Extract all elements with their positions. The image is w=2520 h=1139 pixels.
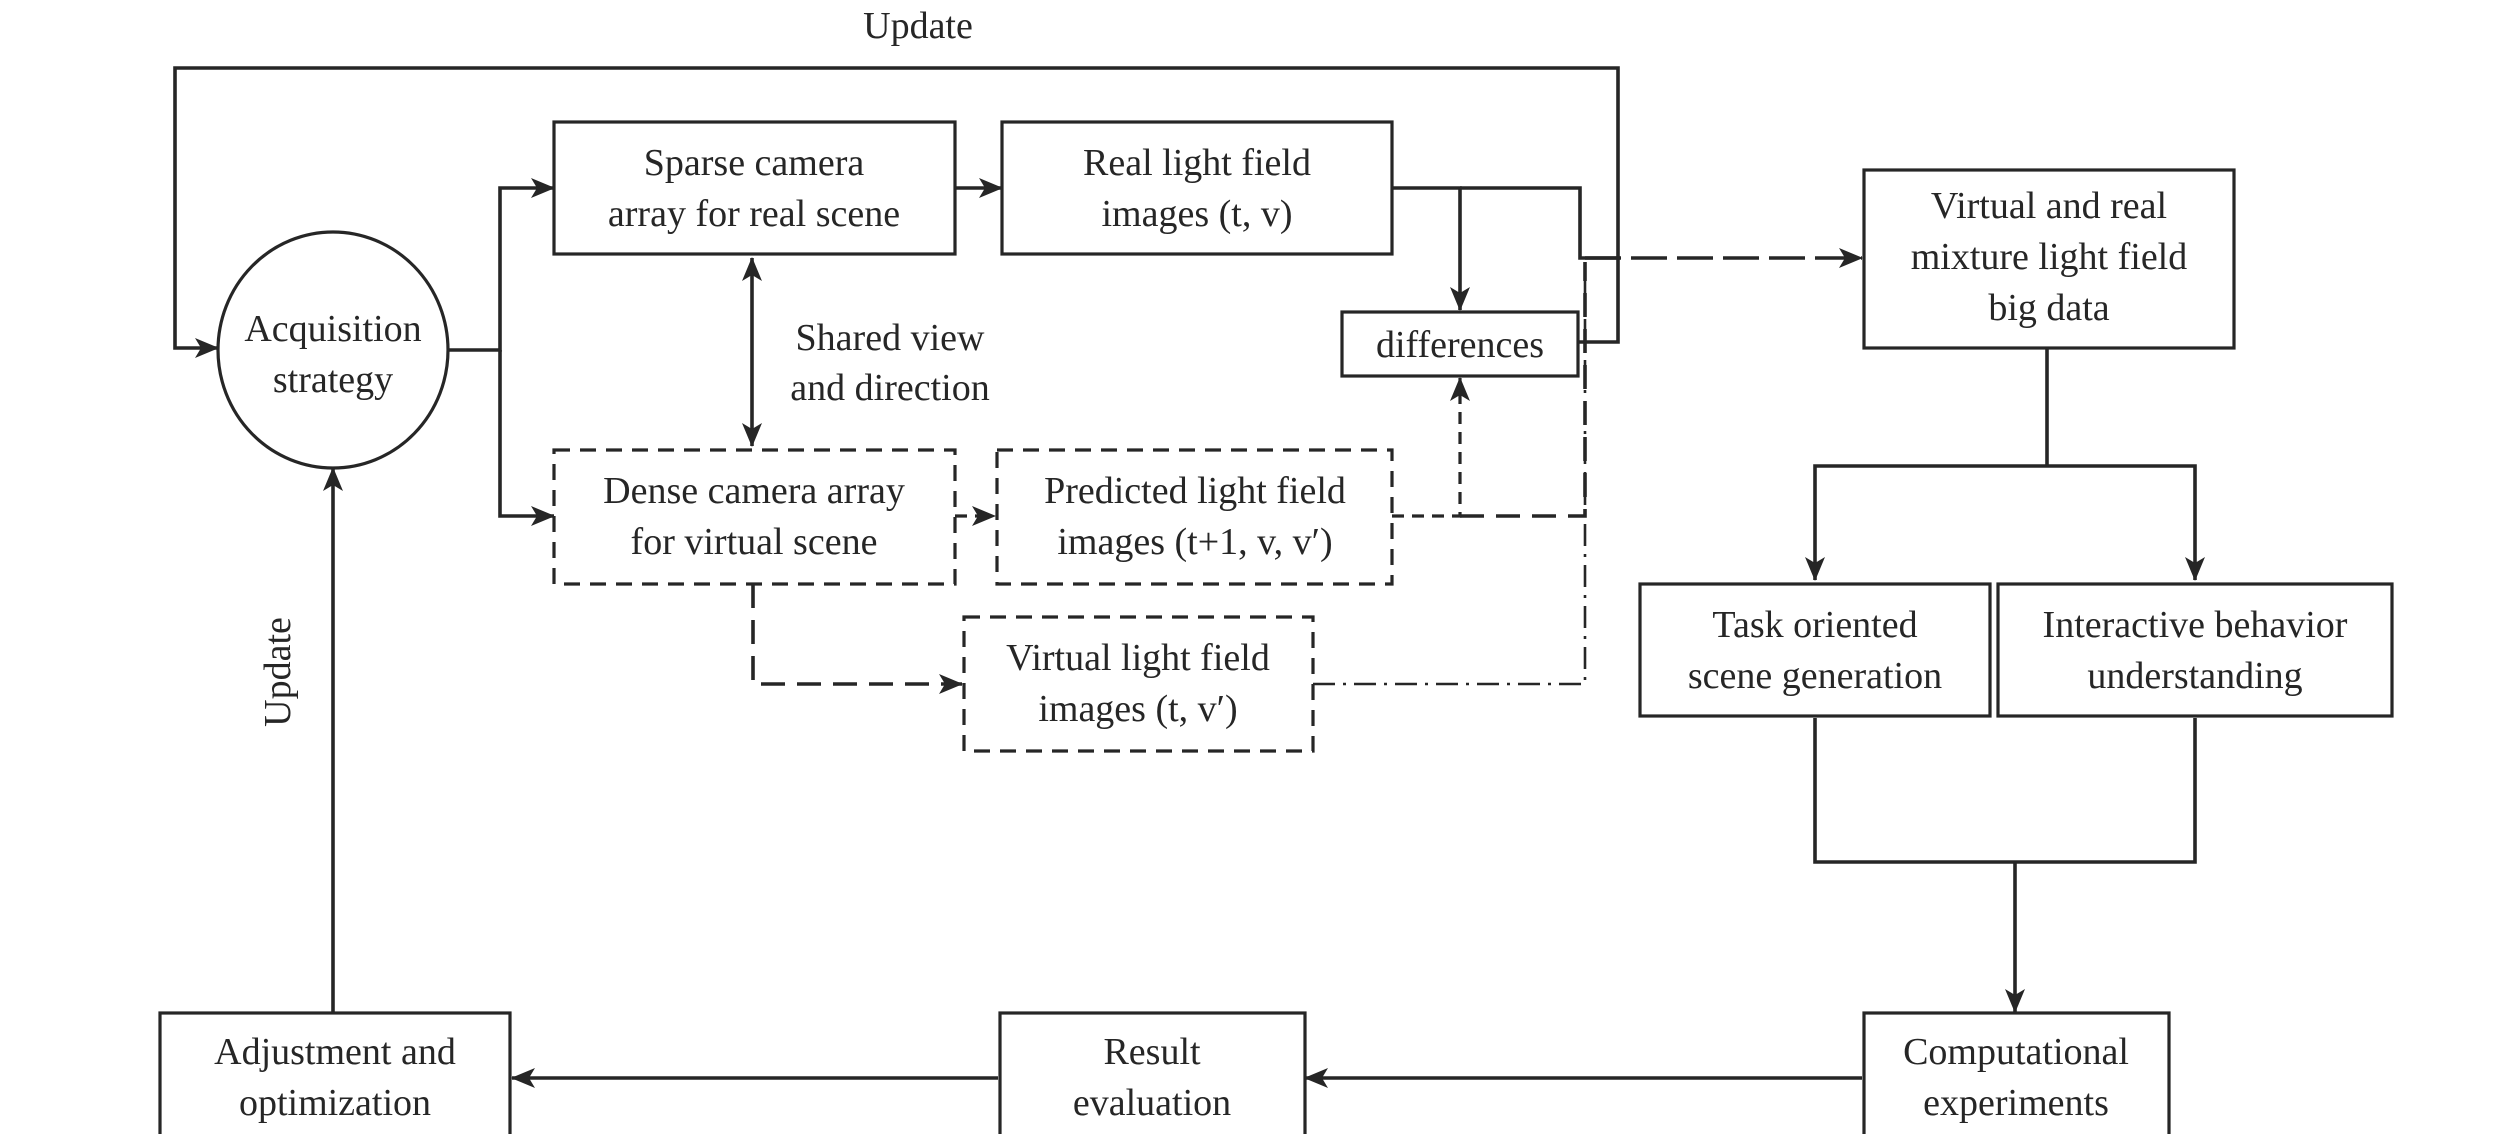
svg-text:for virtual scene: for virtual scene xyxy=(631,521,878,563)
dense-line-1: Dense camera array xyxy=(603,470,905,512)
result-line-1: Result xyxy=(1103,1031,1201,1073)
node-computational-experiments: Computational experiments xyxy=(1862,1011,2171,1139)
svg-text:Interactive behavior: Interactive behavior xyxy=(2043,604,2348,646)
real-to-differences-connector xyxy=(1392,186,1470,311)
predicted-to-differences-connector xyxy=(1392,377,1470,518)
svg-text:strategy: strategy xyxy=(273,359,393,401)
task-down-connector xyxy=(1813,718,2197,864)
svg-text:mixture light field: mixture light field xyxy=(1911,236,2188,278)
svg-text:Computational: Computational xyxy=(1903,1031,2129,1073)
differences-line-1: differences xyxy=(1376,324,1544,366)
computational-line-2: experiments xyxy=(1923,1082,2109,1124)
svg-text:Update: Update xyxy=(257,617,299,727)
real-line-1: Real light field xyxy=(1083,142,1311,184)
task-line-1: Task oriented xyxy=(1712,604,1917,646)
node-sparse-camera-array: Sparse camera array for real scene xyxy=(552,120,957,256)
dense-line-2: for virtual scene xyxy=(631,521,878,563)
virtual-to-merge-connector xyxy=(1313,262,1587,686)
svg-text:Update: Update xyxy=(863,5,973,47)
mixture-line-1: Virtual and real xyxy=(1931,185,2167,227)
node-differences: differences xyxy=(1340,310,1580,378)
shared-view-label-1: Shared view xyxy=(796,317,985,359)
connectors xyxy=(173,66,2205,1088)
mixture-to-task-connector xyxy=(1805,464,2047,581)
acquisition-to-sparse-connector xyxy=(448,178,555,352)
svg-text:experiments: experiments xyxy=(1923,1082,2109,1124)
real-line-2: images (t, v) xyxy=(1101,193,1292,235)
node-interactive-behavior: Interactive behavior understanding xyxy=(1996,582,2394,718)
predicted-line-2: images (t+1, v, v′) xyxy=(1057,521,1332,563)
svg-text:understanding: understanding xyxy=(2087,655,2302,697)
node-task-oriented: Task oriented scene generation xyxy=(1638,582,1992,718)
dense-to-virtual-connector xyxy=(751,584,963,694)
mixture-line-2: mixture light field xyxy=(1911,236,2188,278)
virtual-line-1: Virtual light field xyxy=(1006,637,1270,679)
svg-text:Result: Result xyxy=(1103,1031,1201,1073)
shared-view-label-2: and direction xyxy=(790,367,989,409)
svg-text:images (t, v′): images (t, v′) xyxy=(1038,688,1237,730)
node-result-evaluation: Result evaluation xyxy=(998,1011,1307,1139)
acquisition-line-1: Acquisition xyxy=(244,308,421,350)
acquisition-line-2: strategy xyxy=(273,359,393,401)
mixture-line-3: big data xyxy=(1988,287,2109,329)
node-adjustment-optimization: Adjustment and optimization xyxy=(158,1011,512,1139)
predicted-line-1: Predicted light field xyxy=(1044,470,1346,512)
svg-text:and direction: and direction xyxy=(790,367,989,409)
update-left-label: Update xyxy=(257,617,299,727)
sparse-line-1: Sparse camera xyxy=(644,142,865,184)
free-labels: Update Update Shared view and direction xyxy=(257,5,990,727)
node-acquisition-strategy: Acquisition strategy xyxy=(216,230,450,470)
svg-text:array for real scene: array for real scene xyxy=(608,193,900,235)
svg-text:images (t+1, v, v′): images (t+1, v, v′) xyxy=(1057,521,1332,563)
svg-text:images (t, v): images (t, v) xyxy=(1101,193,1292,235)
svg-text:big data: big data xyxy=(1988,287,2109,329)
task-line-2: scene generation xyxy=(1688,655,1942,697)
virtual-line-2: images (t, v′) xyxy=(1038,688,1237,730)
node-dense-camera-array: Dense camera array for virtual scene xyxy=(552,448,957,586)
node-real-light-field: Real light field images (t, v) xyxy=(1000,120,1394,256)
svg-text:Virtual light field: Virtual light field xyxy=(1006,637,1270,679)
computational-line-1: Computational xyxy=(1903,1031,2129,1073)
svg-text:Virtual and real: Virtual and real xyxy=(1931,185,2167,227)
interactive-line-2: understanding xyxy=(2087,655,2302,697)
interactive-line-1: Interactive behavior xyxy=(2043,604,2348,646)
update-loop-top-connector xyxy=(173,66,1620,358)
svg-text:Task oriented: Task oriented xyxy=(1712,604,1917,646)
svg-text:Acquisition: Acquisition xyxy=(244,308,421,350)
node-mixture-big-data: Virtual and real mixture light field big… xyxy=(1862,168,2236,350)
svg-text:differences: differences xyxy=(1376,324,1544,366)
adjustment-line-1: Adjustment and xyxy=(214,1031,456,1073)
sparse-line-2: array for real scene xyxy=(608,193,900,235)
svg-text:scene generation: scene generation xyxy=(1688,655,1942,697)
svg-text:Adjustment and: Adjustment and xyxy=(214,1031,456,1073)
mixture-to-interactive-connector xyxy=(2047,464,2205,581)
update-top-label: Update xyxy=(863,5,973,47)
svg-text:evaluation: evaluation xyxy=(1073,1082,1231,1124)
acquisition-to-dense-connector xyxy=(498,350,555,526)
real-to-mixture-connector xyxy=(1460,186,1620,260)
svg-text:Shared view: Shared view xyxy=(796,317,985,359)
svg-text:Dense camera array: Dense camera array xyxy=(603,470,905,512)
svg-text:Predicted light field: Predicted light field xyxy=(1044,470,1346,512)
svg-text:optimization: optimization xyxy=(239,1082,431,1124)
node-virtual-light-field: Virtual light field images (t, v′) xyxy=(962,615,1315,753)
predicted-to-merge-connector xyxy=(1460,262,1587,518)
result-line-2: evaluation xyxy=(1073,1082,1231,1124)
svg-text:Sparse camera: Sparse camera xyxy=(644,142,865,184)
node-predicted-light-field: Predicted light field images (t+1, v, v′… xyxy=(995,448,1394,586)
adjustment-line-2: optimization xyxy=(239,1082,431,1124)
svg-text:Real light field: Real light field xyxy=(1083,142,1311,184)
